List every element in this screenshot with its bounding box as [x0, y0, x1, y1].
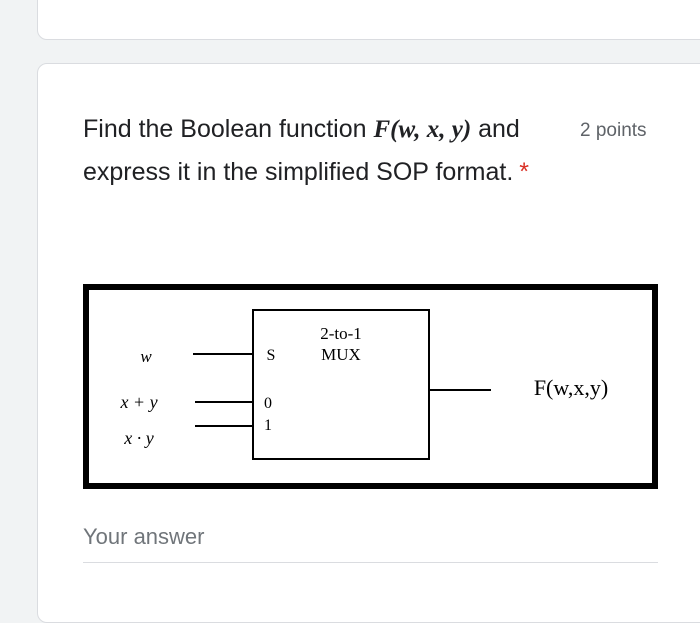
input-pin-1-label: 1	[264, 417, 272, 434]
input-0-signal-label: x + y	[119, 392, 157, 412]
input-1-signal-label: x · y	[123, 428, 153, 448]
mux-box	[252, 309, 430, 460]
select-signal-label: w	[140, 347, 152, 366]
mux-title-line1: 2-to-1	[320, 324, 362, 343]
points-label: 2 points	[580, 120, 647, 141]
question-card: Find the Boolean function F(w, x, y) and…	[37, 63, 700, 623]
answer-input[interactable]: Your answer	[83, 524, 205, 549]
question-title-prefix: Find the Boolean function	[83, 115, 374, 143]
mux-circuit-diagram: 2-to-1 MUX S 0 1 w x + y x · y F(w,x,y)	[83, 284, 658, 489]
input-pin-0-label: 0	[264, 395, 272, 412]
previous-question-card	[37, 0, 700, 40]
required-star: *	[519, 158, 529, 186]
answer-underline	[83, 562, 658, 563]
question-title-suffix: and express it in the simplified SOP for…	[83, 115, 520, 186]
question-title: Find the Boolean function F(w, x, y) and…	[83, 108, 563, 194]
output-signal-label: F(w,x,y)	[534, 375, 608, 400]
select-pin-label: S	[267, 347, 276, 364]
mux-title-line2: MUX	[321, 345, 361, 364]
question-title-function: F(w, x, y)	[373, 116, 472, 143]
